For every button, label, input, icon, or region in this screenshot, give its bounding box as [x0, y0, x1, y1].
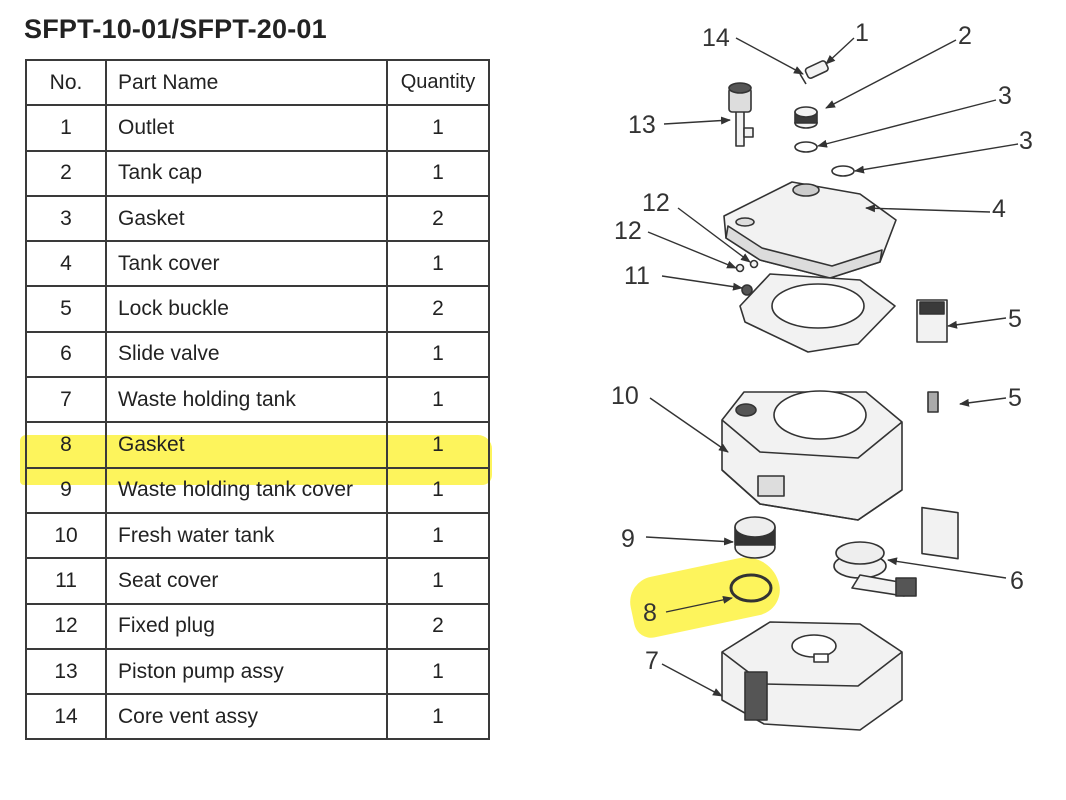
callout-5-lower: 5 [1008, 384, 1022, 412]
gasket-8-part [729, 573, 773, 603]
part-name: Seat cover [105, 557, 388, 605]
part-quantity: 2 [386, 194, 490, 243]
gasket-lower [831, 165, 855, 177]
part-name: Gasket [105, 194, 388, 243]
gasket-upper [794, 141, 818, 153]
part-name: Fresh water tank [105, 511, 388, 560]
callout-10: 10 [611, 382, 639, 410]
callout-14: 14 [702, 24, 730, 52]
part-quantity: 1 [386, 466, 490, 514]
callout-8: 8 [643, 599, 657, 627]
part-quantity: 1 [386, 421, 490, 469]
table-header-row: No. Part Name Quantity [25, 58, 490, 107]
fixed-plug-a [749, 259, 759, 269]
header-part-name: Part Name [105, 58, 388, 107]
part-no: 8 [25, 421, 107, 469]
piston-pump-part [728, 82, 754, 147]
seat-cover-part [739, 273, 896, 353]
header-no: No. [25, 58, 107, 107]
fresh-water-tank-part [721, 390, 903, 521]
part-quantity: 1 [386, 330, 490, 379]
callout-6: 6 [1010, 567, 1024, 595]
lock-buckle-upper [916, 299, 948, 343]
part-no: 7 [25, 376, 107, 424]
callout-7: 7 [645, 647, 659, 675]
part-name: Slide valve [105, 330, 388, 379]
tank-cap-part [794, 106, 818, 129]
part-quantity: 1 [386, 647, 490, 696]
part-name: Lock buckle [105, 285, 388, 333]
part-no: 14 [25, 693, 107, 741]
part-no: 2 [25, 149, 107, 197]
callout-5-upper: 5 [1008, 305, 1022, 333]
callout-3-upper: 3 [998, 82, 1012, 110]
outlet-part [804, 60, 829, 79]
tank-cover-part [723, 181, 897, 279]
part-quantity: 1 [386, 511, 490, 560]
part-no: 3 [25, 194, 107, 243]
part-name: Gasket [105, 421, 388, 469]
callout-3-lower: 3 [1019, 127, 1033, 155]
part-quantity: 2 [386, 602, 490, 650]
callout-13: 13 [628, 111, 656, 139]
waste-holding-tank-part [721, 621, 903, 731]
callout-12-lower: 12 [614, 217, 642, 245]
part-no: 6 [25, 330, 107, 379]
callout-4: 4 [992, 195, 1006, 223]
part-quantity: 1 [386, 693, 490, 741]
callout-12-upper: 12 [642, 189, 670, 217]
lock-buckle-lower [921, 391, 959, 560]
header-quantity: Quantity [386, 58, 490, 107]
part-name: Tank cover [105, 240, 388, 288]
document-title: SFPT-10-01/SFPT-20-01 [24, 14, 327, 44]
part-no: 1 [25, 104, 107, 152]
part-name: Piston pump assy [105, 647, 388, 696]
part-name: Waste holding tank [105, 376, 388, 424]
part-name: Fixed plug [105, 602, 388, 650]
part-name: Outlet [105, 104, 388, 152]
callout-11: 11 [624, 262, 650, 290]
part-quantity: 2 [386, 285, 490, 333]
core-vent-part [799, 73, 807, 85]
part-no: 13 [25, 647, 107, 696]
part-quantity: 1 [386, 240, 490, 288]
part-no: 12 [25, 602, 107, 650]
part-name: Waste holding tank cover [105, 466, 388, 514]
part-quantity: 1 [386, 376, 490, 424]
part-no: 4 [25, 240, 107, 288]
part-name: Core vent assy [105, 693, 388, 741]
part-quantity: 1 [386, 149, 490, 197]
part-quantity: 1 [386, 557, 490, 605]
part-quantity: 1 [386, 104, 490, 152]
callout-2: 2 [958, 22, 972, 50]
part-no: 9 [25, 466, 107, 514]
fixed-plug-b [735, 263, 745, 273]
callout-9: 9 [621, 525, 635, 553]
part-no: 10 [25, 511, 107, 560]
slide-valve-part [833, 541, 917, 597]
part-no: 11 [25, 557, 107, 605]
part-no: 5 [25, 285, 107, 333]
waste-tank-cover-part [734, 516, 776, 559]
callout-1: 1 [855, 19, 869, 47]
part-name: Tank cap [105, 149, 388, 197]
